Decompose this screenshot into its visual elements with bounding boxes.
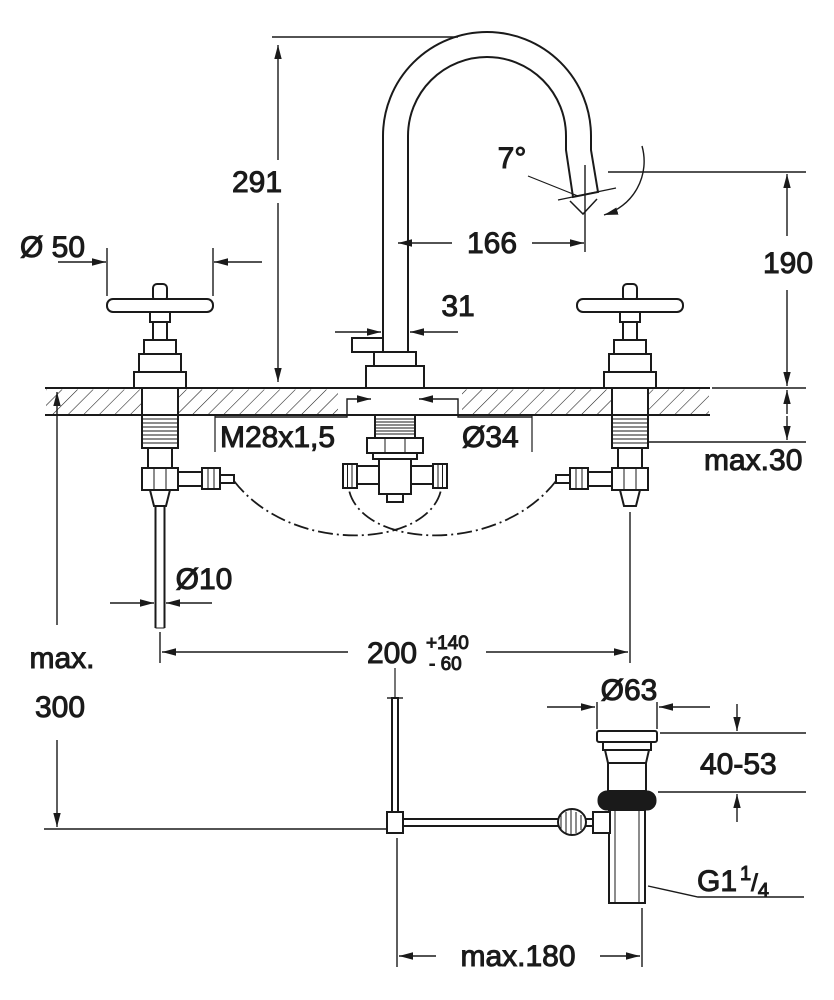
drain-flange (596, 730, 658, 743)
dim-d50-label: Ø 50 (20, 231, 85, 264)
right-valve (555, 283, 684, 507)
dim-4053-label: 40-53 (700, 748, 777, 781)
dim-190: 190 (608, 171, 814, 389)
center-body (342, 414, 448, 503)
aerator-tip (569, 198, 598, 216)
g1-denominator: 4 (758, 880, 769, 902)
deck-hatch-gap (338, 388, 462, 415)
rod-clevis (386, 811, 404, 834)
dim-max30-label: max.30 (704, 444, 802, 477)
dim-max180-label: max.180 (460, 940, 575, 973)
dim-rod-diameter: Ø10 (110, 563, 233, 607)
right-valve-nut (611, 467, 649, 491)
dim-drain-flange: Ø63 (547, 674, 710, 729)
dim-max-word-label: max. (29, 642, 94, 675)
dim-m28-label: M28x1,5 (220, 421, 335, 454)
g1-main: G1 (697, 865, 737, 898)
spout (351, 31, 600, 389)
dimensions-layer: 291 Ø 50 7° 166 190 (20, 36, 814, 974)
dim-d10-label: Ø10 (176, 563, 233, 596)
dim-max-300: max. 300 (29, 392, 386, 830)
dim-shank-diameter: Ø34 (419, 395, 533, 455)
dim-deck-thickness: max.30 (648, 390, 806, 478)
lever-pivot-boss (592, 811, 611, 834)
dim-200-label: 200 (367, 637, 417, 670)
dim-drain-adjust: 40-53 (658, 704, 806, 822)
supply-hoses (233, 480, 557, 537)
g1-slash: / (751, 870, 758, 897)
spout-outline (382, 31, 600, 353)
knob-knurling (560, 810, 582, 834)
left-valve-base (133, 371, 187, 389)
pull-rod (386, 668, 404, 834)
drain-assembly (386, 668, 658, 904)
dim-300-label: 300 (35, 691, 85, 724)
dim-center-distance: 200 +140 - 60 (159, 512, 631, 676)
dim-max-180: max.180 (396, 838, 643, 974)
dim-thread-spec: M28x1,5 (214, 395, 371, 455)
dim-200-minus-label: - 60 (429, 654, 462, 675)
dim-d63-label: Ø63 (601, 674, 658, 707)
dim-291-label: 291 (232, 166, 282, 199)
spout-side-tab (351, 337, 384, 353)
dim-31-label: 31 (441, 290, 474, 323)
dim-166: 166 (398, 165, 586, 261)
dim-31: 31 (335, 290, 475, 336)
left-fixing-rod (154, 506, 166, 629)
center-thread-lines (376, 418, 414, 435)
dim-200-plus-label: +140 (426, 633, 469, 654)
g1-numerator: 1 (740, 863, 751, 885)
dim-7deg-label: 7° (498, 142, 527, 175)
spout-base (365, 365, 425, 389)
left-valve-thread-lines (143, 418, 177, 444)
left-cross-handle (106, 298, 214, 313)
mounting-nut (366, 437, 424, 454)
right-valve-base (603, 371, 657, 389)
tee-fitting (378, 458, 412, 495)
left-valve (106, 283, 235, 629)
hose-right-to-left-port (348, 480, 557, 537)
drain-seal-ring (597, 790, 657, 811)
dim-spray-angle: 7° (497, 142, 645, 216)
center-threaded-shank (374, 414, 416, 439)
right-valve-thread-lines (613, 418, 647, 444)
right-outlet-elbow (587, 471, 613, 487)
dim-190-label: 190 (763, 247, 813, 280)
drain-upper-body (607, 762, 647, 792)
drain-tailpipe (608, 809, 646, 904)
dim-d34-label: Ø34 (462, 421, 519, 454)
left-outlet-elbow (177, 471, 203, 487)
hose-left-to-right-port (233, 480, 442, 537)
right-cross-handle (576, 298, 684, 313)
dim-166-label: 166 (467, 227, 517, 260)
dim-291: 291 (231, 36, 458, 382)
adjuster-knob (557, 808, 587, 836)
dim-handle-diameter: Ø 50 (20, 231, 262, 296)
left-valve-nut (141, 467, 179, 491)
